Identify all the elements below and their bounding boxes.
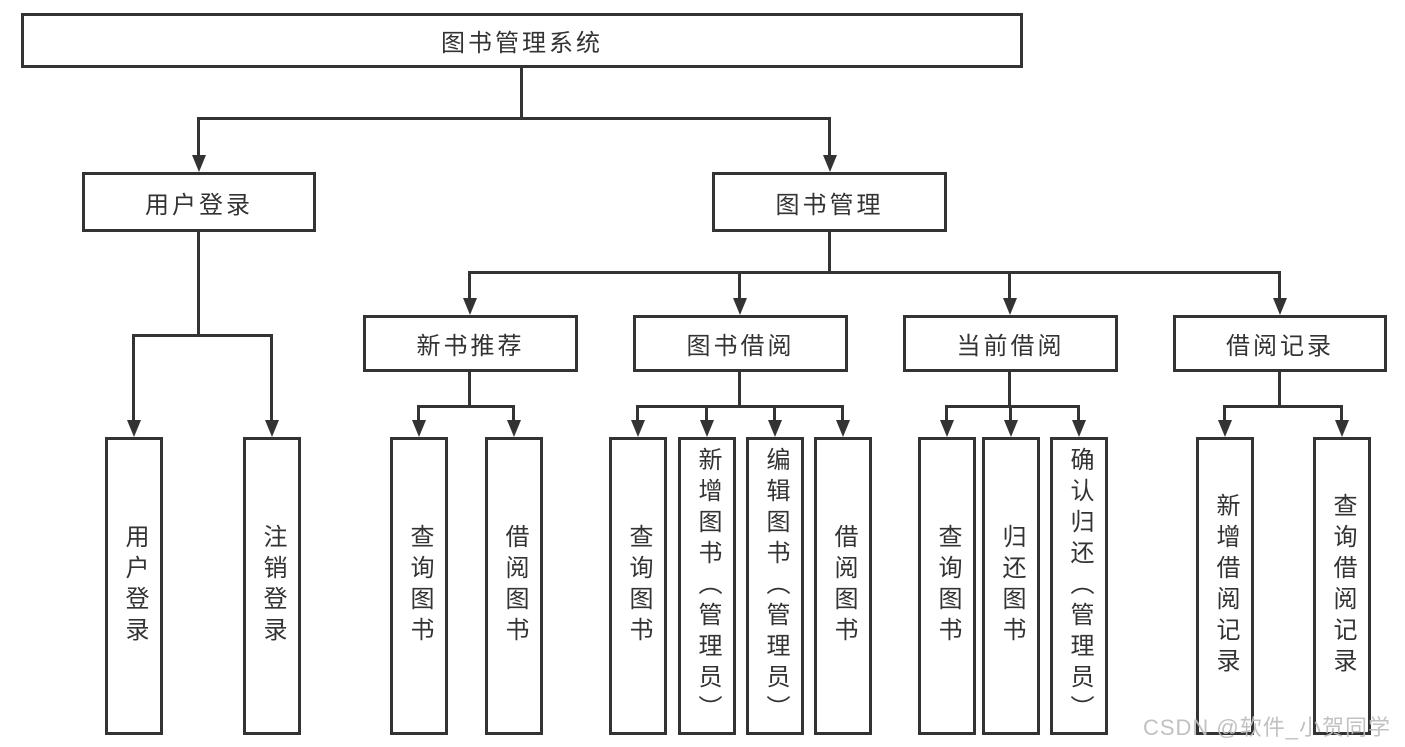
connector-line: [468, 271, 1281, 274]
connector-line: [705, 406, 708, 421]
connector-line: [197, 118, 200, 156]
connector-line: [1340, 406, 1343, 421]
connector-line: [738, 372, 741, 406]
connector-line: [468, 372, 471, 406]
connector-line: [512, 406, 515, 421]
leaf-logout: 注销登录: [243, 437, 301, 735]
connector-line: [1223, 406, 1226, 421]
leaf-query-books-borrow: 查询图书: [609, 437, 667, 735]
connector-line: [773, 406, 776, 421]
connector-line: [945, 406, 948, 421]
arrow-down-icon: [1218, 420, 1232, 437]
leaf-query-books-recommend: 查询图书: [390, 437, 448, 735]
leaf-user-login: 用户登录: [105, 437, 163, 735]
leaf-borrow-books-recommend: 借阅图书: [485, 437, 543, 735]
connector-line: [1278, 372, 1281, 406]
node-book-borrowing: 图书借阅: [633, 315, 848, 372]
connector-line: [468, 272, 471, 299]
arrow-down-icon: [823, 155, 837, 172]
connector-line: [828, 232, 831, 272]
arrow-down-icon: [1273, 298, 1287, 315]
node-book-management: 图书管理: [712, 172, 947, 232]
connector-line: [417, 405, 515, 408]
connector-line: [1008, 272, 1011, 299]
arrow-down-icon: [1003, 298, 1017, 315]
connector-line: [417, 406, 420, 421]
node-user-login: 用户登录: [82, 172, 316, 232]
connector-line: [945, 405, 1080, 408]
connector-line: [520, 68, 523, 118]
csdn-watermark: CSDN @软件_小贺同学: [1142, 715, 1391, 740]
node-borrowing-records: 借阅记录: [1173, 315, 1387, 372]
leaf-edit-books-admin: 编辑图书（管理员）: [746, 437, 804, 735]
connector-line: [738, 272, 741, 299]
node-current-borrowing: 当前借阅: [903, 315, 1118, 372]
arrow-down-icon: [940, 420, 954, 437]
leaf-add-borrow-record: 新增借阅记录: [1196, 437, 1254, 735]
connector-line: [197, 232, 200, 335]
arrow-down-icon: [700, 420, 714, 437]
connector-line: [841, 406, 844, 421]
arrow-down-icon: [412, 420, 426, 437]
leaf-confirm-return-admin: 确认归还（管理员）: [1050, 437, 1108, 735]
connector-line: [828, 118, 831, 156]
arrow-down-icon: [192, 155, 206, 172]
node-system-root: 图书管理系统: [21, 13, 1023, 68]
leaf-return-books: 归还图书: [982, 437, 1040, 735]
arrow-down-icon: [127, 420, 141, 437]
arrow-down-icon: [507, 420, 521, 437]
connector-line: [636, 406, 639, 421]
arrow-down-icon: [265, 420, 279, 437]
leaf-borrow-books: 借阅图书: [814, 437, 872, 735]
arrow-down-icon: [1072, 420, 1086, 437]
arrow-down-icon: [631, 420, 645, 437]
connector-line: [1008, 372, 1011, 406]
arrow-down-icon: [836, 420, 850, 437]
arrow-down-icon: [463, 298, 477, 315]
connector-line: [1009, 406, 1012, 421]
connector-line: [132, 334, 273, 337]
connector-line: [636, 405, 844, 408]
connector-line: [1077, 406, 1080, 421]
leaf-query-books-current: 查询图书: [918, 437, 976, 735]
connector-line: [1223, 405, 1343, 408]
connector-line: [1278, 272, 1281, 299]
node-new-book-recommendation: 新书推荐: [363, 315, 578, 372]
arrow-down-icon: [768, 420, 782, 437]
arrow-down-icon: [733, 298, 747, 315]
arrow-down-icon: [1004, 420, 1018, 437]
arrow-down-icon: [1335, 420, 1349, 437]
leaf-query-borrow-record: 查询借阅记录: [1313, 437, 1371, 735]
connector-line: [132, 335, 135, 421]
connector-line: [197, 117, 831, 120]
leaf-add-books-admin: 新增图书（管理员）: [678, 437, 736, 735]
connector-line: [270, 335, 273, 421]
